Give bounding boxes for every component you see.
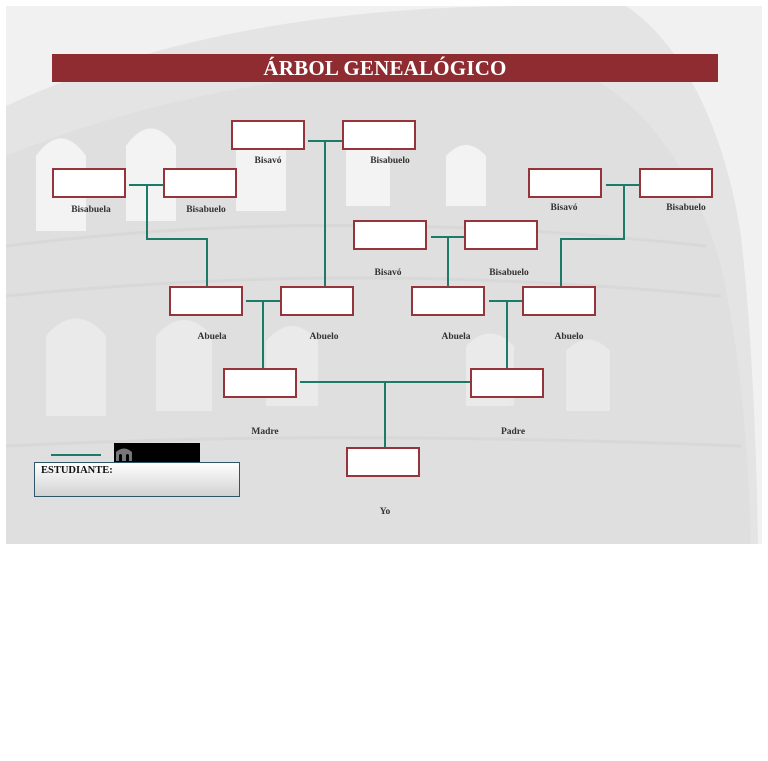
label-bisabuelo-right: Bisabuelo [666,203,706,213]
colosseum-icon [116,448,132,461]
family-tree-sheet: ÁRBOL GENEALÓGICO Bisavó Bisabuelo Bisab… [6,6,762,544]
box-bisabuela-left[interactable] [52,168,126,198]
label-padre: Padre [500,427,526,437]
box-bisabuelo-top[interactable] [342,120,416,150]
label-bisavo-top: Bisavó [254,156,282,166]
connector-line [300,381,472,383]
connector-line [623,184,625,239]
box-abuela-2[interactable] [411,286,485,316]
label-abuela-1: Abuela [197,332,227,342]
label-bisabuela-left: Bisabuela [71,205,111,215]
connector-line [146,238,208,240]
connector-line [447,236,449,287]
connector-line [324,140,326,287]
label-bisabuelo-top: Bisabuelo [370,156,410,166]
box-padre[interactable] [470,368,544,398]
label-madre: Madre [251,427,279,437]
box-bisavo-top[interactable] [231,120,305,150]
box-madre[interactable] [223,368,297,398]
label-bisabuelo-left: Bisabuelo [186,205,226,215]
label-abuela-2: Abuela [441,332,471,342]
label-bisabuelo-mid: Bisabuelo [489,268,529,278]
connector-line [146,184,148,239]
box-abuela-1[interactable] [169,286,243,316]
box-bisavo-right[interactable] [528,168,602,198]
box-abuelo-2[interactable] [522,286,596,316]
label-abuelo-2: Abuelo [554,332,584,342]
connector-line [206,238,208,287]
box-bisabuelo-right[interactable] [639,168,713,198]
connector-line [560,238,625,240]
connector-line [384,381,386,447]
student-field[interactable]: ESTUDIANTE: [34,462,240,497]
box-bisabuelo-mid[interactable] [464,220,538,250]
student-label: ESTUDIANTE: [41,465,113,476]
label-yo: Yo [379,507,391,517]
connector-line [560,238,562,287]
box-bisavo-mid[interactable] [353,220,427,250]
logo [114,443,200,463]
connector-line [506,300,508,368]
label-bisavo-mid: Bisavó [374,268,402,278]
box-yo[interactable] [346,447,420,477]
box-abuelo-1[interactable] [280,286,354,316]
label-abuelo-1: Abuelo [309,332,339,342]
page-title: ÁRBOL GENEALÓGICO [52,54,718,82]
connector-line [262,300,264,368]
label-bisavo-right: Bisavó [550,203,578,213]
box-bisabuelo-left[interactable] [163,168,237,198]
logo-accent-line [51,454,101,456]
